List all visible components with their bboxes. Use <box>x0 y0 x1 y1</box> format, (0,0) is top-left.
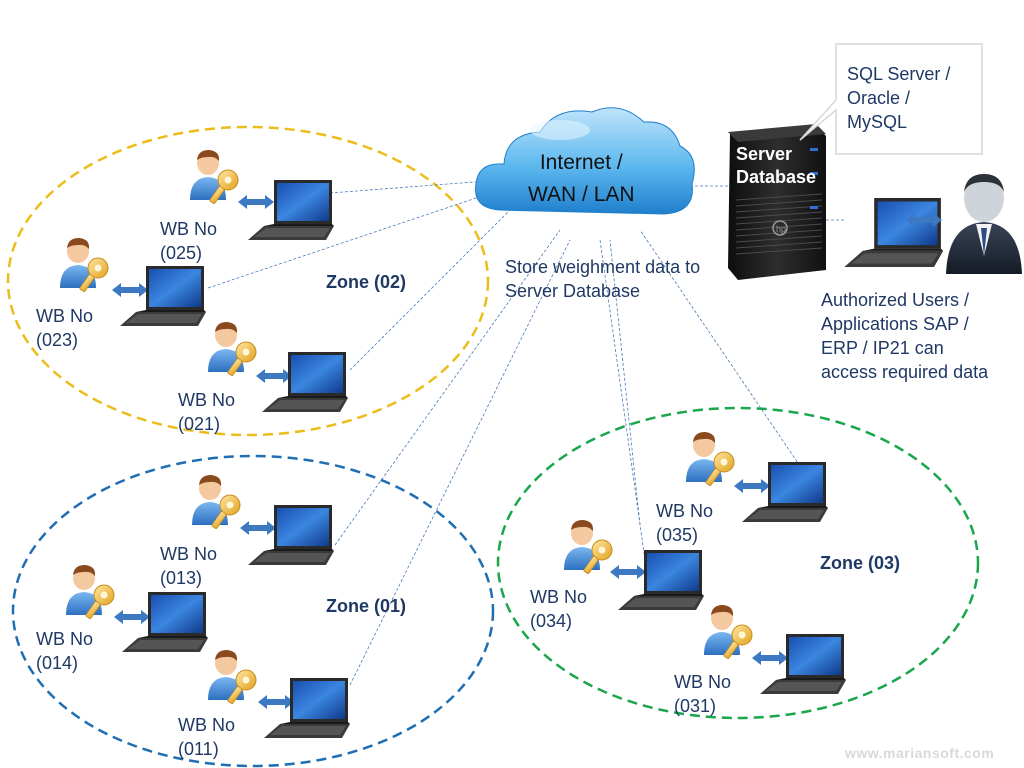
station-label-text: WB No <box>656 501 714 521</box>
zone-01-boundary <box>11 454 495 768</box>
station-label-034: WB No (034) <box>530 585 587 633</box>
network-links <box>207 179 846 686</box>
double-arrow-icon <box>238 195 274 209</box>
laptop-icon <box>122 592 208 652</box>
watermark: www.mariansoft.com <box>845 745 995 761</box>
user-key-icon <box>703 604 753 660</box>
station-label-text: WB No <box>160 544 218 564</box>
authorized-line1: Authorized Users / <box>821 290 970 310</box>
station-number: (011) <box>178 739 219 759</box>
station-label-014: WB No (014) <box>36 627 93 675</box>
station-number: (034) <box>530 611 573 631</box>
double-arrow-icon <box>240 521 276 535</box>
station-label-023: WB No (023) <box>36 304 93 352</box>
zone-label-02: Zone (02) <box>326 272 407 292</box>
laptop-icon <box>262 352 348 412</box>
station-label-text: WB No <box>160 219 218 239</box>
db-callout-line1: SQL Server / <box>847 64 951 84</box>
user-key-icon <box>685 431 735 487</box>
zone-label-03: Zone (03) <box>820 553 901 573</box>
db-callout-line2: Oracle / <box>847 88 911 108</box>
station-number: (014) <box>36 653 79 673</box>
double-arrow-icon <box>610 565 646 579</box>
user-key-icon <box>65 564 115 620</box>
laptop-icon <box>760 634 846 694</box>
station-label-011: WB No (011) <box>178 713 235 761</box>
station-number: (021) <box>178 414 221 434</box>
double-arrow-icon <box>112 283 148 297</box>
station-number: (035) <box>656 525 699 545</box>
station-label-text: WB No <box>178 390 236 410</box>
laptop-icon <box>742 462 828 522</box>
user-key-icon <box>207 321 257 377</box>
user-key-icon <box>563 519 613 575</box>
store-note-line1: Store weighment data to <box>505 257 701 277</box>
user-key-icon <box>189 149 239 205</box>
server-label-line1: Server <box>736 144 793 164</box>
svg-text:hp: hp <box>776 224 786 234</box>
station-number: (013) <box>160 568 203 588</box>
laptop-icon <box>120 266 206 326</box>
authorized-note: Authorized Users / Applications SAP / ER… <box>821 288 988 384</box>
station-label-031: WB No (031) <box>674 670 731 718</box>
server-label: Server Database <box>736 143 816 189</box>
station-label-text: WB No <box>36 629 94 649</box>
station-label-text: WB No <box>36 306 94 326</box>
db-callout-line3: MySQL <box>847 112 908 132</box>
zone-label-01: Zone (01) <box>326 596 407 616</box>
db-callout <box>799 43 983 155</box>
store-note-line2: Server Database <box>505 281 641 301</box>
double-arrow-icon <box>734 479 770 493</box>
station-label-021: WB No (021) <box>178 388 235 436</box>
laptop-icon <box>248 180 334 240</box>
user-key-icon <box>191 474 241 530</box>
db-callout-text: SQL Server / Oracle / MySQL <box>847 62 950 134</box>
double-arrow-icon <box>114 610 150 624</box>
station-number: (025) <box>160 243 203 263</box>
cloud-icon <box>475 107 695 215</box>
server-tower-icon: hp <box>728 124 826 280</box>
laptop-icon <box>618 550 704 610</box>
laptop-icon <box>264 678 350 738</box>
double-arrow-icon <box>258 695 294 709</box>
cloud-label-line2: WAN / LAN <box>528 183 635 206</box>
station-label-035: WB No (035) <box>656 499 713 547</box>
user-key-icon <box>207 649 257 705</box>
zone-02-boundary <box>6 125 490 437</box>
station-label-text: WB No <box>530 587 588 607</box>
station-label-text: WB No <box>178 715 236 735</box>
business-user-icon <box>946 174 1022 274</box>
station-label-025: WB No (025) <box>160 217 217 265</box>
server-label-line2: Database <box>736 167 817 187</box>
double-arrow-icon <box>752 651 788 665</box>
station-number: (031) <box>674 696 717 716</box>
station-label-text: WB No <box>674 672 732 692</box>
authorized-line4: access required data <box>821 362 989 382</box>
station-label-013: WB No (013) <box>160 542 217 590</box>
cloud-label: Internet / WAN / LAN <box>528 147 635 211</box>
cloud-label-line1: Internet / <box>539 151 623 174</box>
authorized-line2: Applications SAP / <box>821 314 969 334</box>
double-arrow-icon <box>256 369 292 383</box>
store-note: Store weighment data to Server Database <box>505 255 700 303</box>
zone-03-boundary <box>496 406 980 720</box>
admin-laptop-icon <box>844 198 944 267</box>
laptop-icon <box>248 505 334 565</box>
station-number: (023) <box>36 330 79 350</box>
user-key-icon <box>59 237 109 293</box>
authorized-line3: ERP / IP21 can <box>821 338 944 358</box>
